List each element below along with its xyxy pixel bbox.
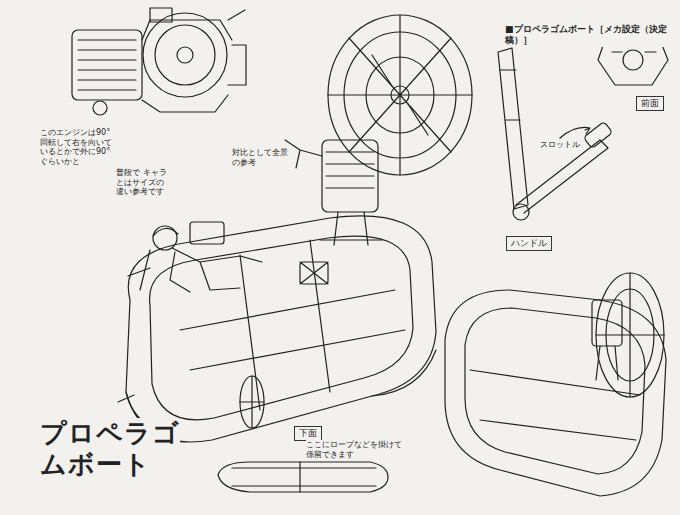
propeller-cage-line	[372, 55, 428, 135]
rear-boat-line	[592, 300, 622, 346]
view-tag-text: ハンドル	[511, 238, 547, 248]
handwritten-note: 対比として全景の参考	[232, 148, 294, 167]
front-view-line	[598, 40, 668, 85]
main-boat-line	[126, 216, 436, 442]
propeller-cage-line	[328, 15, 472, 175]
propeller-cage-line	[328, 15, 472, 175]
underside-view	[218, 376, 388, 492]
engine-detail-line	[177, 47, 193, 63]
engine-detail-line	[150, 8, 172, 22]
main-boat-line	[180, 240, 405, 410]
main-boat-line	[150, 236, 413, 420]
main-boat-line	[300, 262, 328, 284]
handwritten-note: このエンジンは90°回転して右を向いているとかで外に90°ぐらいかと	[40, 128, 112, 166]
propeller-cage-line	[391, 86, 409, 104]
main-boat-line	[300, 262, 328, 284]
handwritten-note: 普段で キャラとはサイズの違い参考です	[116, 168, 170, 197]
handle-detail-line	[560, 127, 590, 138]
view-tag-box: 前面	[636, 96, 664, 111]
handle-detail-line	[583, 121, 612, 148]
boat-engine-line	[320, 212, 382, 245]
rear-boat	[445, 273, 666, 496]
engine-detail-line	[93, 101, 107, 115]
engine-detail-line	[142, 20, 232, 112]
boat-engine	[285, 140, 382, 245]
rear-boat-line	[445, 290, 666, 496]
main-boat	[118, 216, 436, 445]
underside-view-line	[218, 462, 388, 492]
view-tag-box: ハンドル	[506, 236, 552, 251]
handle-detail-line	[516, 140, 608, 213]
underside-view-line	[240, 376, 264, 428]
handle-detail	[498, 48, 613, 220]
rear-boat-line	[596, 273, 664, 397]
rear-boat-line	[465, 308, 645, 474]
underside-view-line	[232, 462, 376, 492]
underside-view-line	[240, 376, 264, 428]
view-tag-text: 下面	[299, 428, 317, 438]
front-view-line	[623, 50, 643, 70]
front-view-line	[612, 51, 656, 52]
engine-detail-line	[143, 13, 227, 97]
handle-detail-line	[498, 48, 528, 209]
sheet-title: ■プロペラゴムボート［メカ設定（決定稿）］	[505, 24, 677, 47]
view-tag-box: 下面	[294, 426, 322, 441]
rear-boat-line	[596, 346, 618, 380]
boat-engine-line	[326, 152, 374, 188]
propeller-cage	[328, 15, 472, 175]
view-tag-text: 前面	[641, 98, 659, 108]
character-figure-line	[153, 226, 177, 250]
engine-detail-line	[155, 25, 215, 85]
handle-detail-line	[513, 204, 529, 220]
engine-detail	[72, 8, 246, 115]
engine-detail-line	[78, 40, 136, 90]
handwritten-note: ここにロープなどを掛けて係留できます	[306, 440, 404, 459]
handle-detail-line	[500, 70, 520, 120]
character-figure-line	[170, 248, 262, 292]
handwritten-note: スロットル	[540, 140, 580, 150]
sheet-logo: プロペラゴムボート	[40, 418, 180, 480]
engine-detail-line	[228, 10, 246, 85]
rear-boat-line	[470, 370, 640, 440]
front-view	[598, 40, 668, 85]
engine-detail-line	[72, 30, 142, 100]
rear-boat-line	[596, 273, 664, 397]
character-figure-line	[153, 228, 178, 236]
